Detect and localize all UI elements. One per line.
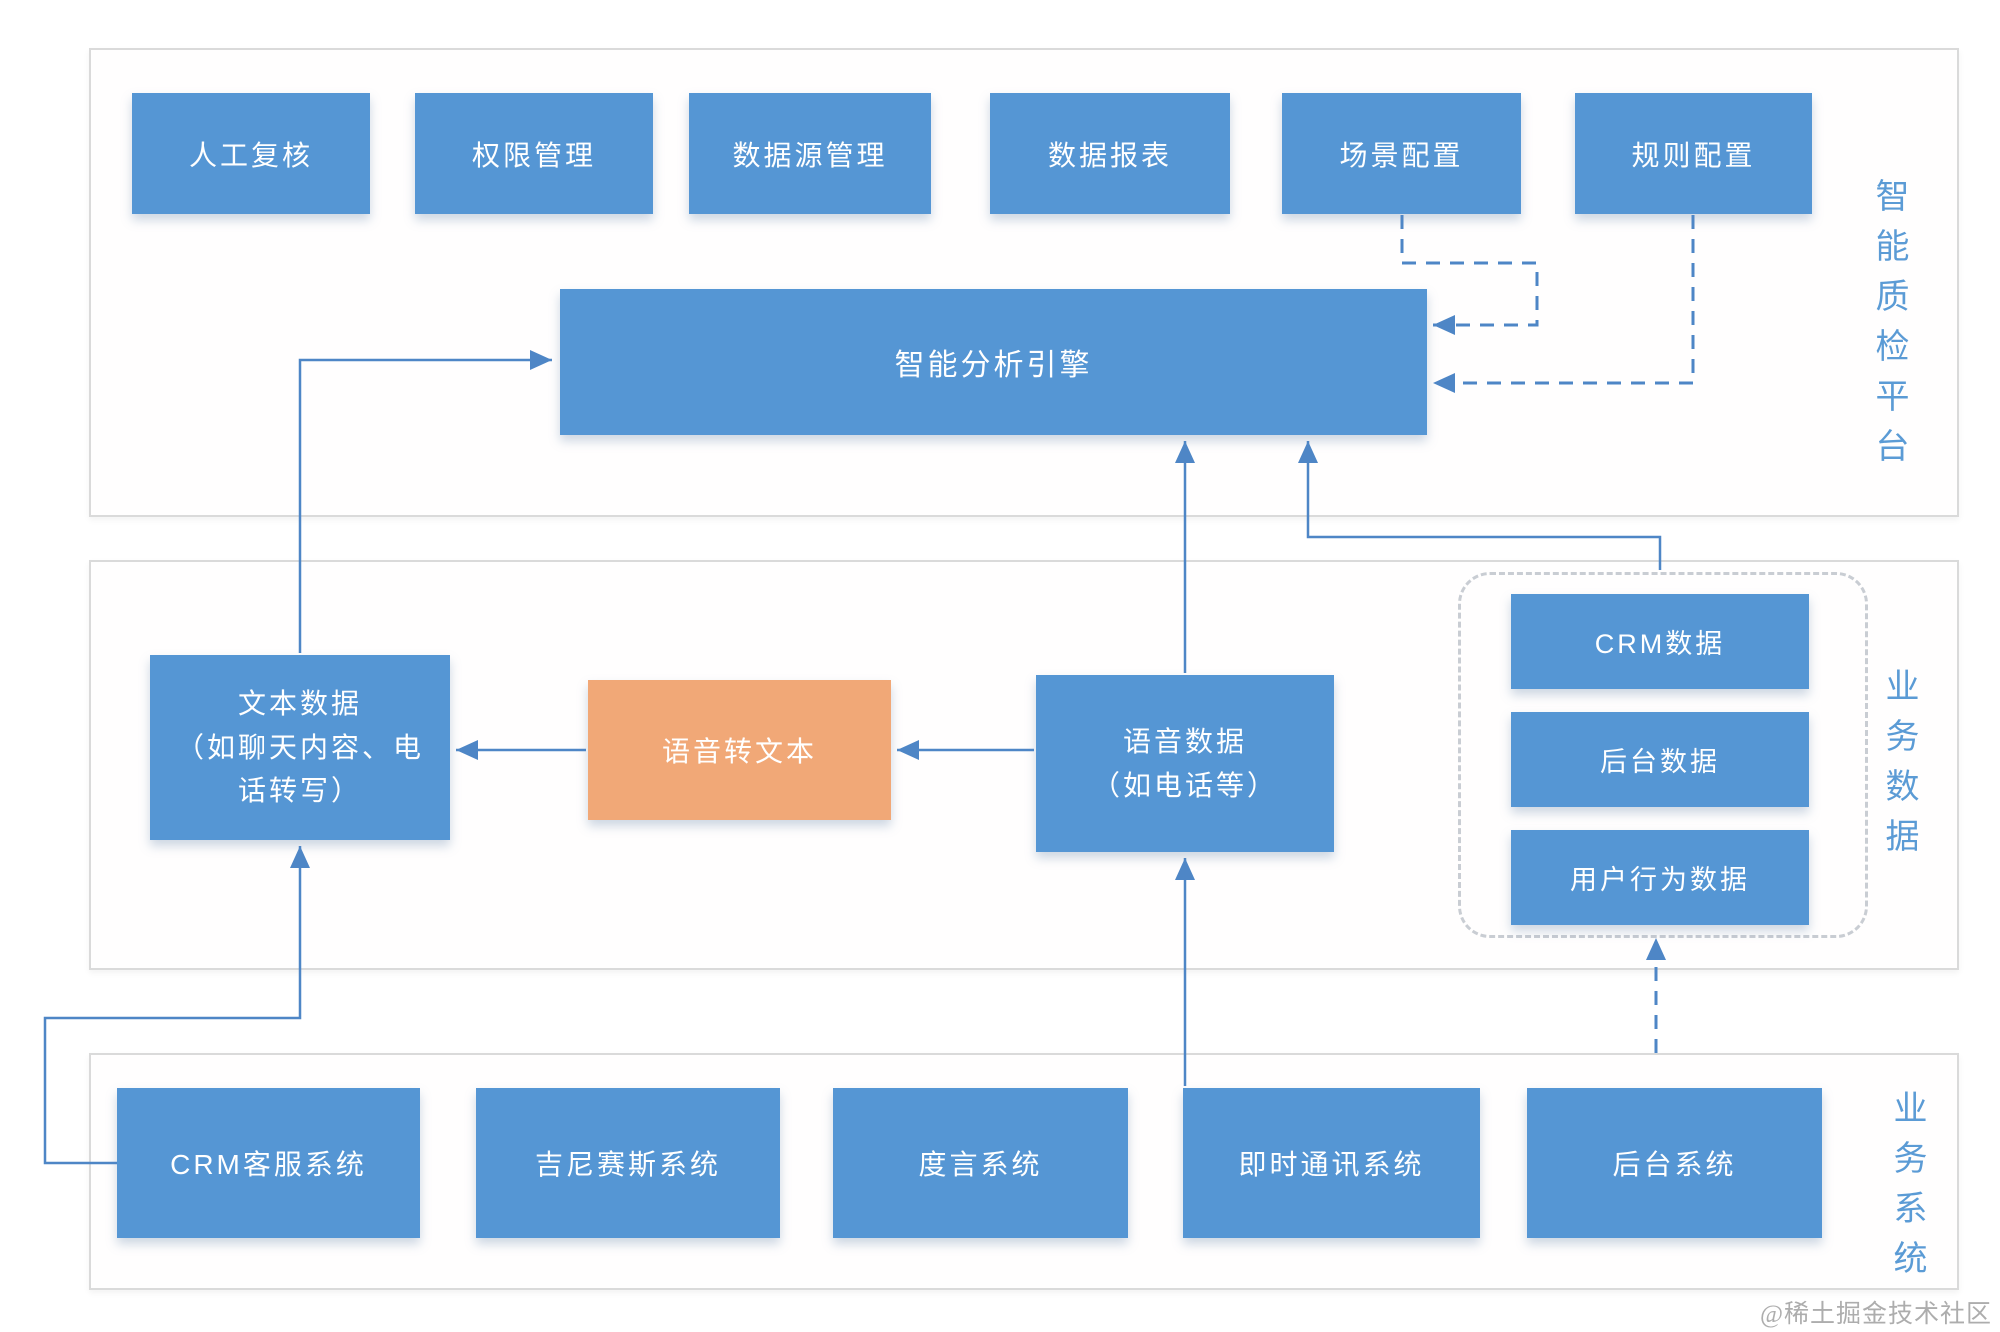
module-data-report: 数据报表: [990, 93, 1230, 214]
backend-data-box: 后台数据: [1511, 712, 1809, 807]
speech-to-text-box: 语音转文本: [588, 680, 891, 820]
text-data-label: 文本数据 （如聊天内容、电 话转写）: [175, 688, 424, 807]
business-systems-section-label: 业务系统: [1888, 1090, 1926, 1290]
system-crm-service: CRM客服系统: [117, 1088, 420, 1238]
module-manual-review: 人工复核: [132, 93, 370, 214]
voice-data-box: 语音数据 （如电话等）: [1036, 675, 1334, 852]
module-scene-config: 场景配置: [1282, 93, 1521, 214]
system-instant-messaging: 即时通讯系统: [1183, 1088, 1480, 1238]
crm-data-box: CRM数据: [1511, 594, 1809, 689]
business-data-section-label: 业务数据: [1880, 668, 1918, 868]
system-backend: 后台系统: [1527, 1088, 1822, 1238]
user-behavior-data-box: 用户行为数据: [1511, 830, 1809, 925]
module-rule-config: 规则配置: [1575, 93, 1812, 214]
analysis-engine-box: 智能分析引擎: [560, 289, 1427, 435]
platform-section-label: 智能质检平台: [1870, 178, 1908, 478]
module-datasource-management: 数据源管理: [689, 93, 931, 214]
text-data-box: 文本数据 （如聊天内容、电 话转写）: [150, 655, 450, 840]
voice-data-label: 语音数据 （如电话等）: [1091, 726, 1278, 801]
business-data-group: [1458, 572, 1868, 938]
module-permission-management: 权限管理: [415, 93, 653, 214]
system-duyan: 度言系统: [833, 1088, 1128, 1238]
system-genesys: 吉尼赛斯系统: [476, 1088, 780, 1238]
watermark: @稀土掘金技术社区: [1759, 1301, 1992, 1328]
